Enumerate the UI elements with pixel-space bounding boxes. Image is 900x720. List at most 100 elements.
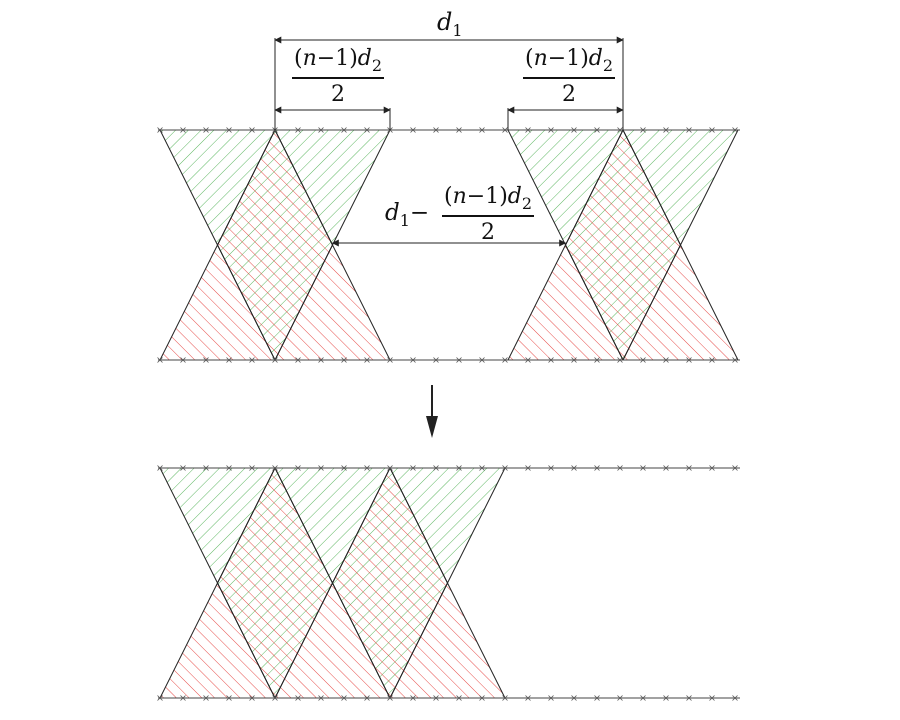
rail-tick bbox=[640, 695, 646, 701]
edge bbox=[622, 129, 681, 246]
rail-tick bbox=[410, 357, 416, 363]
rail-tick bbox=[663, 357, 669, 363]
edge bbox=[332, 467, 391, 584]
rail-tick bbox=[709, 465, 715, 471]
rail-tick bbox=[525, 695, 531, 701]
edge bbox=[274, 129, 333, 246]
rail-tick bbox=[686, 357, 692, 363]
edge bbox=[217, 129, 276, 246]
rail-tick bbox=[226, 695, 232, 701]
rail-tick bbox=[571, 127, 577, 133]
rail-tick bbox=[295, 127, 301, 133]
rail-tick bbox=[617, 127, 623, 133]
rail-tick bbox=[180, 695, 186, 701]
rail-tick bbox=[387, 357, 393, 363]
rail-tick bbox=[732, 465, 738, 471]
rail-tick bbox=[249, 127, 255, 133]
rail-tick bbox=[594, 465, 600, 471]
rail-tick bbox=[364, 357, 370, 363]
rail-tick bbox=[709, 357, 715, 363]
rail-tick bbox=[502, 127, 508, 133]
rail-tick bbox=[502, 695, 508, 701]
rail-tick bbox=[594, 127, 600, 133]
rail-tick bbox=[502, 357, 508, 363]
rail-tick bbox=[571, 465, 577, 471]
rail-tick bbox=[341, 695, 347, 701]
rail-tick bbox=[364, 695, 370, 701]
rail-tick bbox=[387, 695, 393, 701]
rail-tick bbox=[548, 357, 554, 363]
rail-tick bbox=[295, 695, 301, 701]
rail-tick bbox=[548, 695, 554, 701]
rail-tick bbox=[732, 357, 738, 363]
rail-tick bbox=[594, 357, 600, 363]
edge bbox=[217, 582, 276, 699]
edge bbox=[389, 467, 448, 584]
rail-tick bbox=[617, 357, 623, 363]
rail-tick bbox=[525, 357, 531, 363]
rail-tick bbox=[456, 127, 462, 133]
rail-tick bbox=[686, 695, 692, 701]
rail-tick bbox=[732, 127, 738, 133]
rail-tick bbox=[203, 127, 209, 133]
rail-tick bbox=[180, 357, 186, 363]
rail-tick bbox=[341, 357, 347, 363]
rail-tick bbox=[203, 465, 209, 471]
edge bbox=[332, 582, 391, 699]
rail-tick bbox=[318, 357, 324, 363]
edge bbox=[217, 244, 276, 361]
rail-tick bbox=[433, 695, 439, 701]
rail-tick bbox=[525, 465, 531, 471]
rail-tick bbox=[663, 127, 669, 133]
rail-tick bbox=[226, 127, 232, 133]
edge bbox=[565, 244, 624, 361]
rail-tick bbox=[640, 127, 646, 133]
rail-tick bbox=[456, 357, 462, 363]
rail-tick bbox=[272, 695, 278, 701]
bottom-config bbox=[157, 465, 740, 701]
edge bbox=[622, 244, 681, 361]
rail-tick bbox=[617, 695, 623, 701]
edge bbox=[565, 129, 624, 246]
rail-tick bbox=[249, 357, 255, 363]
rail-tick bbox=[640, 465, 646, 471]
rail-tick bbox=[226, 465, 232, 471]
edge bbox=[389, 582, 448, 699]
rail-tick bbox=[295, 465, 301, 471]
rail-tick bbox=[709, 127, 715, 133]
rail-tick bbox=[157, 465, 163, 471]
rail-tick bbox=[318, 465, 324, 471]
edge bbox=[274, 244, 333, 361]
rail-tick bbox=[180, 465, 186, 471]
rail-tick bbox=[663, 695, 669, 701]
rail-tick bbox=[479, 357, 485, 363]
rail-tick bbox=[640, 357, 646, 363]
rail-tick bbox=[387, 465, 393, 471]
rail-tick bbox=[663, 465, 669, 471]
label-half-left: (n−1)d2 2 bbox=[292, 46, 385, 107]
rail-tick bbox=[456, 465, 462, 471]
rail-tick bbox=[203, 695, 209, 701]
rail-tick bbox=[341, 127, 347, 133]
rail-tick bbox=[709, 695, 715, 701]
rail-tick bbox=[157, 357, 163, 363]
rail-tick bbox=[456, 695, 462, 701]
down-arrow bbox=[426, 385, 438, 438]
rail-tick bbox=[479, 465, 485, 471]
rail-tick bbox=[686, 465, 692, 471]
rail-tick-marks bbox=[157, 127, 738, 363]
rail-tick bbox=[295, 357, 301, 363]
rail-tick bbox=[617, 465, 623, 471]
rail-tick bbox=[249, 695, 255, 701]
rail-tick bbox=[341, 465, 347, 471]
rail-tick bbox=[479, 695, 485, 701]
rail-tick bbox=[249, 465, 255, 471]
rail-tick-marks bbox=[157, 465, 738, 701]
rail-tick bbox=[686, 127, 692, 133]
label-gap-d1: d1− bbox=[385, 200, 430, 230]
rail-tick bbox=[548, 127, 554, 133]
rail-tick bbox=[364, 465, 370, 471]
rail-tick bbox=[157, 695, 163, 701]
rail-tick bbox=[318, 695, 324, 701]
rail-tick bbox=[272, 357, 278, 363]
